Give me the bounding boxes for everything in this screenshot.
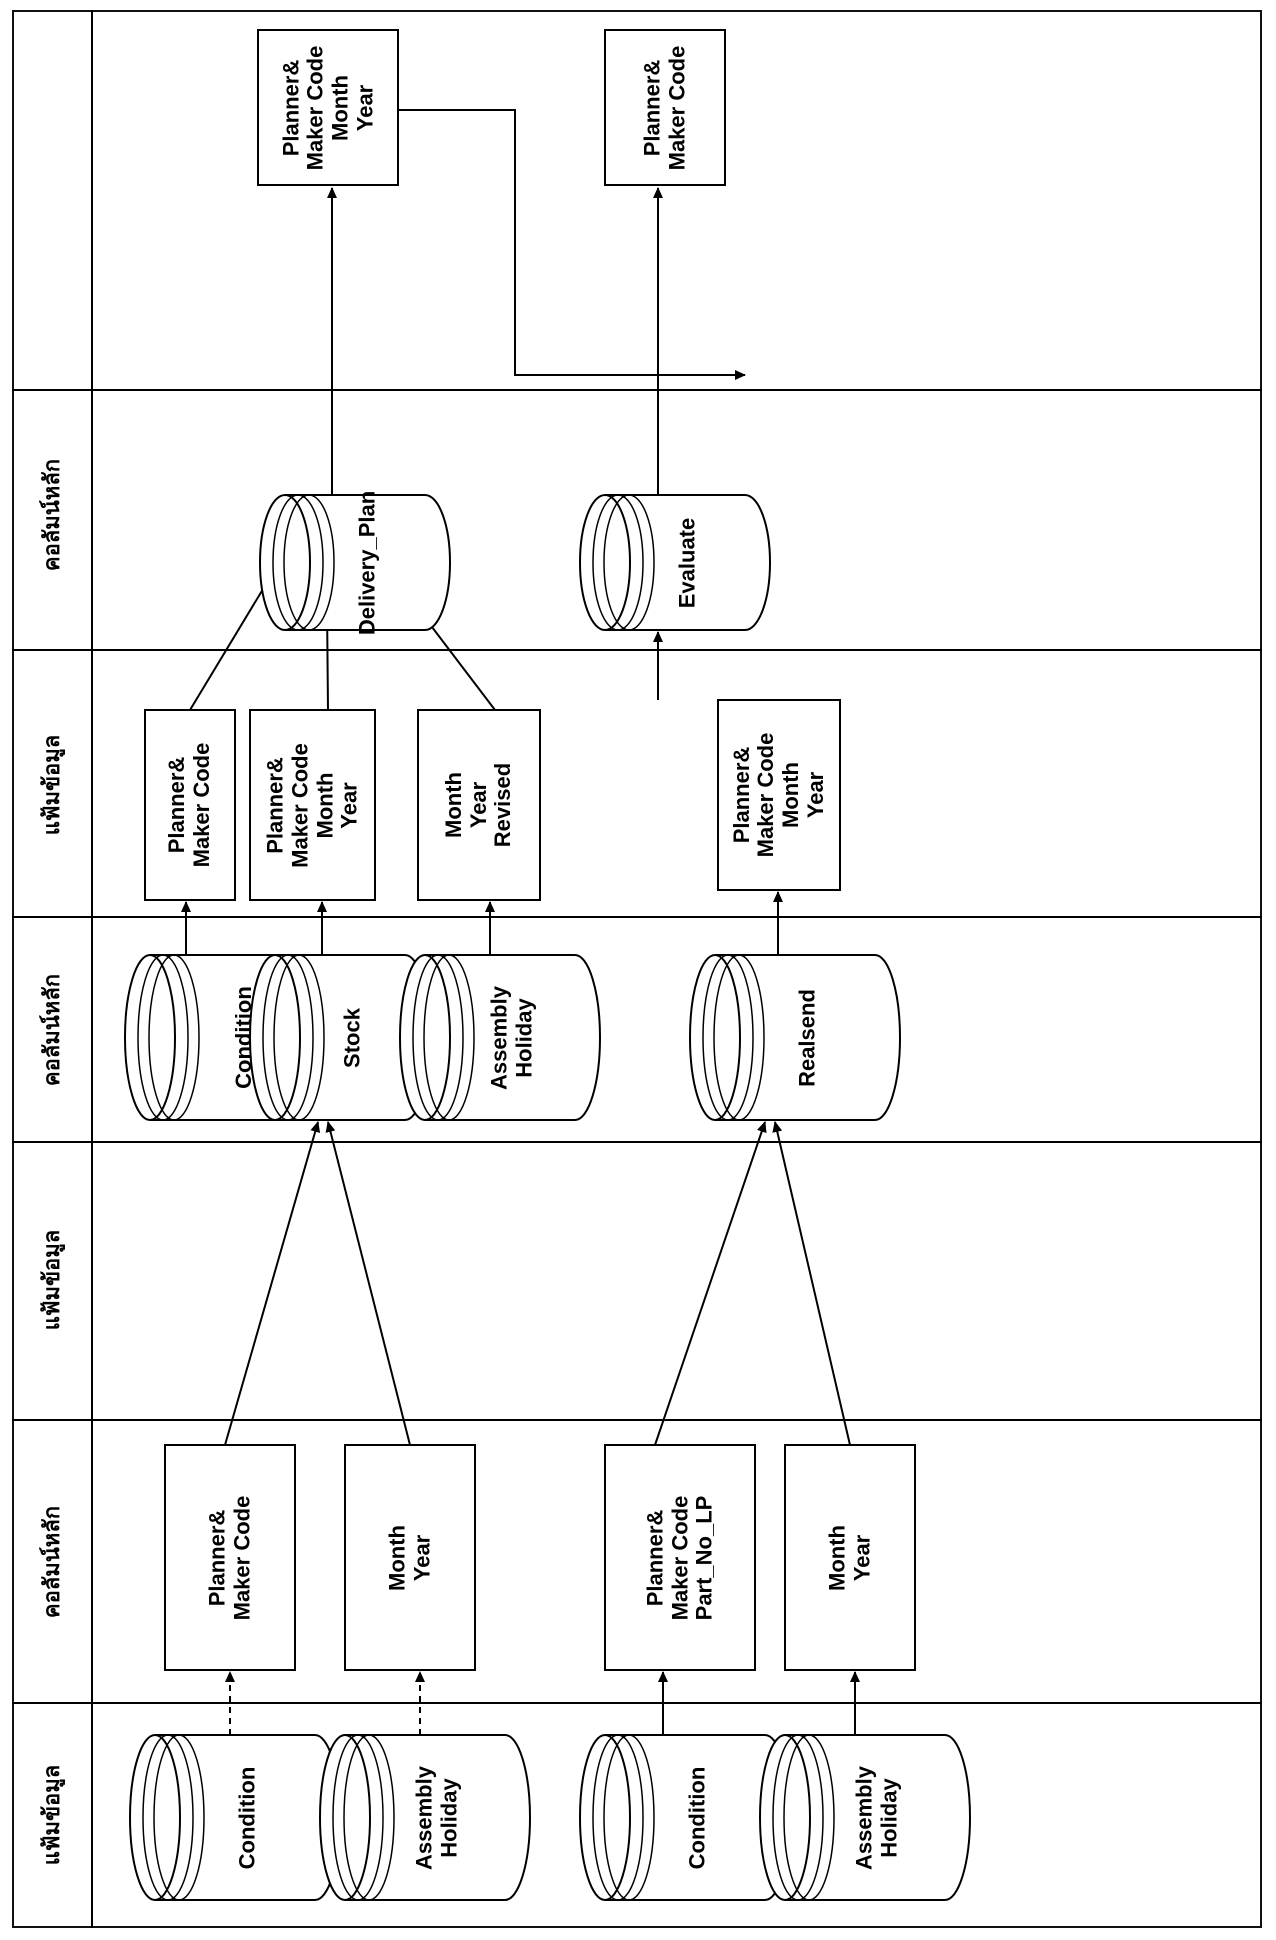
db-stock: Stock (302, 960, 402, 1115)
db-condition-source-b: Condition (632, 1740, 762, 1895)
header-data-file-2: แฟ้มข้อมูล (37, 1200, 67, 1360)
key-box-month-year-revised: Month Year Revised (421, 713, 537, 897)
db-delivery-plan: Delivery_Plan (312, 500, 422, 625)
header-data-file-1: แฟ้มข้อมูล (37, 1735, 67, 1895)
db-condition: Condition (177, 960, 312, 1115)
key-box-planner-maker-3: Planner& Maker Code (608, 33, 722, 182)
header-data-file-3: แฟ้มข้อมูล (37, 705, 67, 865)
db-condition-source-a: Condition (182, 1740, 312, 1895)
key-box-planner-maker: Planner& Maker Code (168, 1448, 292, 1667)
header-key-column-2: คอลัมน์หลัก (37, 950, 67, 1110)
key-box-month-year-2: Month Year (788, 1448, 912, 1667)
db-realsend: Realsend (742, 960, 872, 1115)
db-evaluate: Evaluate (632, 500, 742, 625)
db-assembly-holiday: Assembly Holiday (452, 960, 572, 1115)
key-box-month-year: Month Year (348, 1448, 472, 1667)
key-box-planner-maker-month-year-3: Planner& Maker Code Month Year (261, 33, 395, 182)
key-box-planner-maker-month-year-2: Planner& Maker Code Month Year (721, 703, 837, 887)
key-box-planner-maker-partno: Planner& Maker Code Part_No_LP (608, 1448, 752, 1667)
header-key-column-3: คอลัมน์หลัก (37, 435, 67, 595)
key-box-planner-maker-month-year: Planner& Maker Code Month Year (253, 713, 372, 897)
db-assembly-holiday-source-a: Assembly Holiday (372, 1740, 502, 1895)
key-box-planner-maker-2: Planner& Maker Code (148, 713, 232, 897)
header-key-column-1: คอลัมน์หลัก (37, 1482, 67, 1642)
db-assembly-holiday-source-b: Assembly Holiday (812, 1740, 942, 1895)
